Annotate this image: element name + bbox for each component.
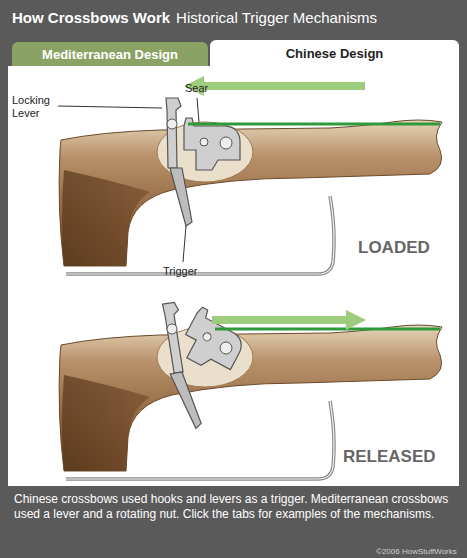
tab-label: Mediterranean Design: [42, 47, 178, 62]
caption: Chinese crossbows used hooks and levers …: [14, 492, 454, 522]
part-label: Sear: [185, 82, 208, 95]
copyright: ©2006 HowStuffWorks: [376, 547, 457, 556]
state-label: RELEASED: [343, 447, 436, 467]
subtitle: Historical Trigger Mechanisms: [176, 9, 377, 26]
tab-active: Chinese Design: [210, 40, 459, 67]
state-label: LOADED: [358, 238, 430, 258]
part-label: Trigger: [163, 265, 197, 278]
tab-inactive: Mediterranean Design: [12, 42, 208, 66]
part-label: Locking Lever: [12, 94, 58, 119]
tab-label: Chinese Design: [286, 46, 384, 61]
diagram-title: How Crossbows Work: [12, 9, 170, 26]
